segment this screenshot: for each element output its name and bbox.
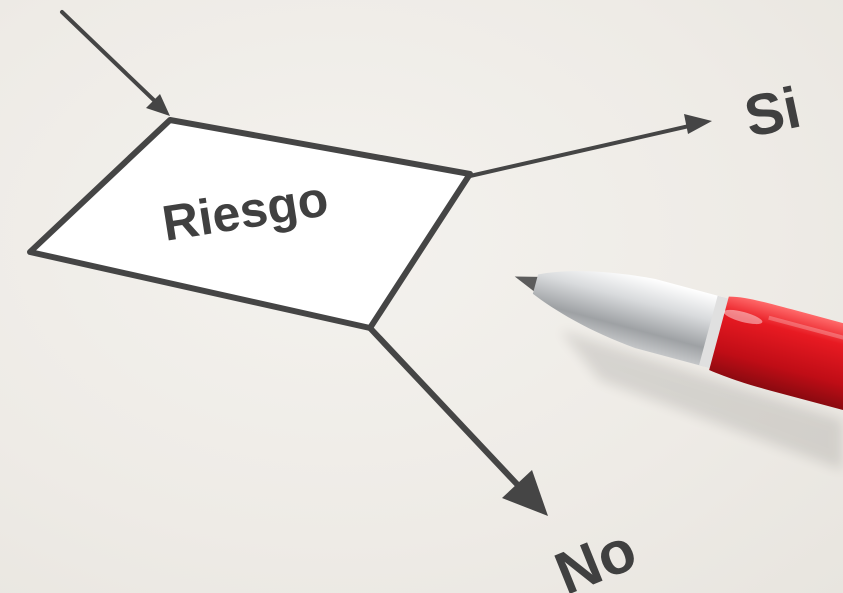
no-arrow bbox=[370, 328, 548, 516]
yes-arrow bbox=[470, 114, 712, 176]
no-label: No bbox=[546, 515, 645, 593]
incoming-arrow bbox=[62, 12, 170, 116]
pen-illustration bbox=[503, 238, 843, 470]
yes-label: Si bbox=[739, 75, 806, 150]
